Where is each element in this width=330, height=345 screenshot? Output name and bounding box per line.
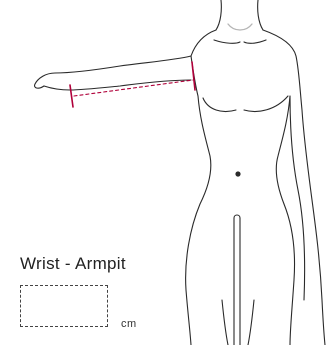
measure-line xyxy=(74,80,193,96)
measurement-label: Wrist - Armpit xyxy=(20,254,126,274)
measurement-input[interactable] xyxy=(20,285,108,327)
unit-label: cm xyxy=(121,318,137,330)
neckline xyxy=(228,24,252,30)
wrist-marker xyxy=(70,85,73,107)
